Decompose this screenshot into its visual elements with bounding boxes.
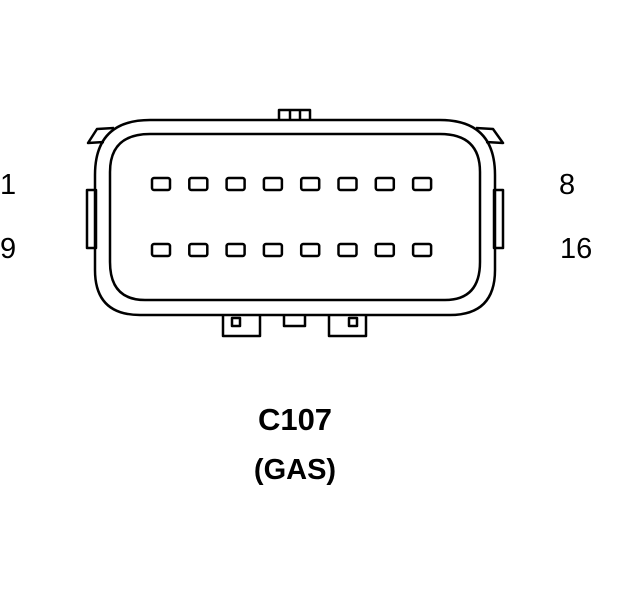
left-ear <box>86 126 115 145</box>
pin-cavity-15 <box>374 242 396 258</box>
pin-label-16: 16 <box>560 233 593 265</box>
connector-housing-inner <box>108 132 482 302</box>
connector-name: C107 <box>257 402 333 437</box>
pin-cavity-3 <box>225 176 246 192</box>
pin-cavity-16 <box>411 242 433 258</box>
pin-cavity-1 <box>150 176 172 192</box>
top-latch-tab <box>277 108 312 120</box>
pin-cavity-2 <box>188 176 209 192</box>
pin-cavity-4 <box>262 176 284 192</box>
bottom-left-lock-notch <box>230 316 242 328</box>
pin-cavity-10 <box>188 242 209 258</box>
pin-cavity-11 <box>225 242 246 258</box>
connector-housing-outer <box>93 118 497 317</box>
pin-cavity-6 <box>337 176 358 192</box>
pin-cavity-8 <box>411 176 433 192</box>
pin-label-1: 1 <box>0 169 17 201</box>
right-ear <box>475 126 505 145</box>
pin-cavity-14 <box>337 242 358 258</box>
connector-variant: (GAS) <box>253 454 337 486</box>
bottom-center-tab <box>282 316 307 328</box>
pin-label-9: 9 <box>0 233 17 265</box>
pin-cavity-7 <box>374 176 396 192</box>
bottom-right-lock-notch <box>347 316 359 328</box>
pin-cavity-9 <box>150 242 172 258</box>
pin-cavity-5 <box>299 176 321 192</box>
bottom-right-lock <box>327 316 368 338</box>
bottom-left-lock <box>221 316 262 338</box>
pin-cavity-13 <box>299 242 321 258</box>
pin-label-8: 8 <box>559 169 576 201</box>
pin-cavity-12 <box>262 242 284 258</box>
